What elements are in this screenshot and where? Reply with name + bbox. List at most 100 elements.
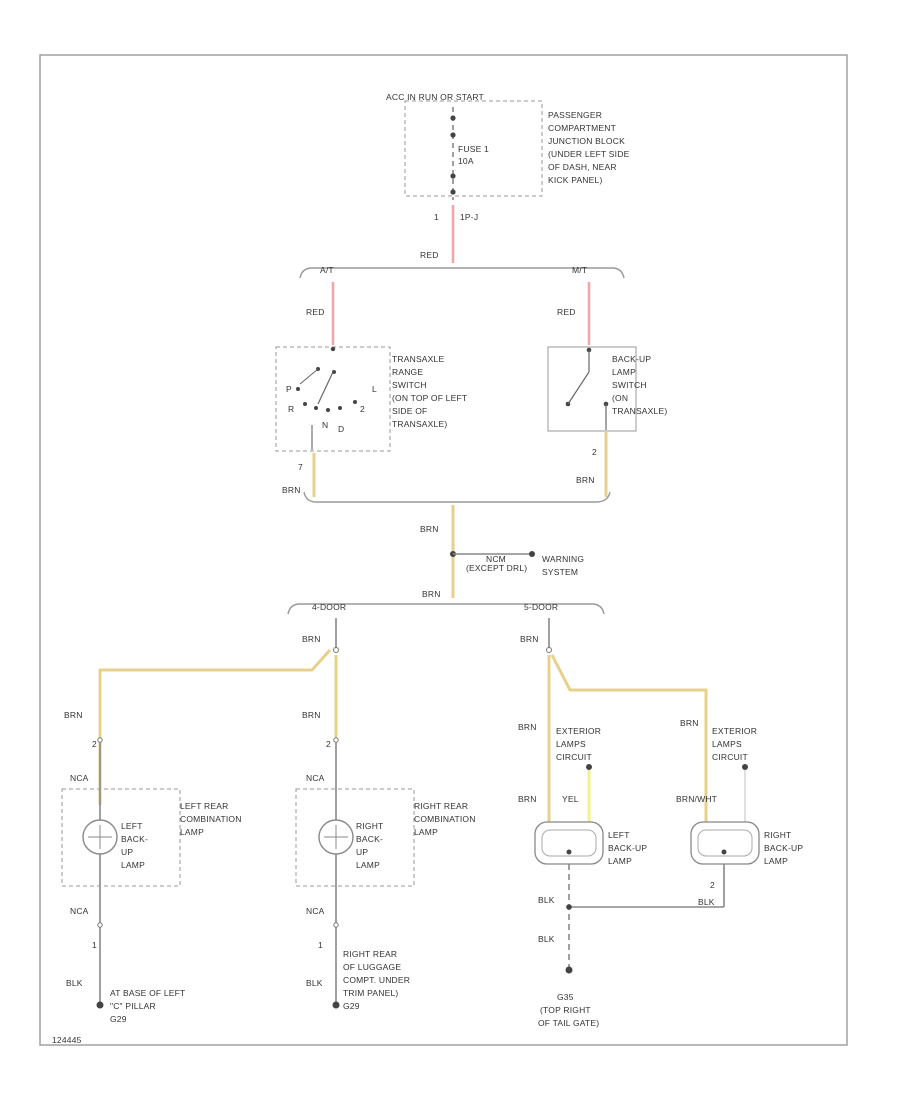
wire-color-label: BRN (302, 710, 321, 720)
connector-pin (333, 922, 339, 928)
ground-left-label: AT BASE OF LEFT "C" PILLAR G29 (110, 988, 185, 1024)
pin-label: 1 (434, 212, 439, 222)
svg-text:(ON TOP OF LEFT: (ON TOP OF LEFT (392, 393, 467, 403)
range-l-label: L (372, 384, 377, 394)
ncm-terminal (529, 551, 535, 557)
nca-label: NCA (70, 773, 89, 783)
svg-text:OF DASH, NEAR: OF DASH, NEAR (548, 162, 617, 172)
wire-color-label: BRN (282, 485, 301, 495)
svg-text:LEFT REAR: LEFT REAR (180, 801, 228, 811)
svg-text:AT BASE OF LEFT: AT BASE OF LEFT (110, 988, 185, 998)
backup-lamp-switch (547, 346, 637, 432)
wire-color-label: RED (557, 307, 576, 317)
svg-text:RIGHT: RIGHT (356, 821, 383, 831)
svg-text:BACK-: BACK- (356, 834, 383, 844)
brn-wire-left-lamp (98, 648, 332, 805)
svg-text:LAMP: LAMP (356, 860, 380, 870)
door-bracket (287, 603, 605, 615)
connector-pin (97, 737, 103, 743)
svg-text:BACK-UP: BACK-UP (612, 354, 651, 364)
svg-text:UP: UP (356, 847, 368, 857)
connector-pin-label: 1 (92, 940, 97, 950)
exterior-circuit-terminal (586, 764, 592, 770)
ground-tail-label: G35 (TOP RIGHT OF TAIL GATE) (538, 992, 599, 1028)
svg-text:LAMPS: LAMPS (556, 739, 586, 749)
switch-contacts (296, 346, 357, 450)
ground-right-label: RIGHT REAR OF LUGGAGE COMPT. UNDER TRIM … (343, 949, 410, 1011)
svg-text:SWITCH: SWITCH (392, 380, 427, 390)
left-backup-lamp-5door-label: LEFT BACK-UP LAMP (608, 830, 647, 866)
brn-wire-right-backup (550, 654, 708, 825)
svg-text:TRANSAXLE): TRANSAXLE) (612, 406, 667, 416)
fuse-rating: 10A (458, 156, 474, 166)
left-rear-combination-label: LEFT REAR COMBINATION LAMP (180, 801, 242, 837)
svg-text:CIRCUIT: CIRCUIT (712, 752, 748, 762)
svg-text:LAMPS: LAMPS (712, 739, 742, 749)
wire-color-label: BRN/WHT (676, 794, 717, 804)
svg-text:PASSENGER: PASSENGER (548, 110, 602, 120)
svg-text:BACK-UP: BACK-UP (608, 843, 647, 853)
ground-g29-right (332, 1001, 340, 1009)
at-label: A/T (320, 265, 334, 275)
diagram-id: 124445 (52, 1035, 82, 1045)
warning-label: WARNING (542, 554, 584, 564)
svg-text:LEFT: LEFT (121, 821, 143, 831)
svg-text:LAMP: LAMP (121, 860, 145, 870)
pin-label: 2 (592, 447, 597, 457)
merge-bracket (303, 491, 611, 503)
svg-text:CIRCUIT: CIRCUIT (556, 752, 592, 762)
wire-color-label: BLK (538, 934, 555, 944)
svg-text:COMBINATION: COMBINATION (180, 814, 242, 824)
connector-pin (546, 647, 552, 653)
svg-text:COMBINATION: COMBINATION (414, 814, 476, 824)
fuse-label: FUSE 1 (458, 144, 489, 154)
range-d-label: D (338, 424, 344, 434)
svg-text:(UNDER LEFT SIDE: (UNDER LEFT SIDE (548, 149, 630, 159)
wire-color-label: BRN (422, 589, 441, 599)
left-rear-combination-lamp (61, 788, 181, 887)
ncm-label: NCM (486, 554, 506, 564)
svg-text:RANGE: RANGE (392, 367, 423, 377)
range-n-label: N (322, 420, 328, 430)
fuse-node (450, 173, 456, 179)
svg-text:COMPARTMENT: COMPARTMENT (548, 123, 616, 133)
right-rear-combination-label: RIGHT REAR COMBINATION LAMP (414, 801, 476, 837)
svg-text:TRIM PANEL): TRIM PANEL) (343, 988, 398, 998)
right-rear-combination-lamp (295, 788, 415, 887)
fuse-node (450, 132, 456, 138)
svg-text:G35: G35 (557, 992, 574, 1002)
connector-pin (333, 737, 339, 743)
svg-text:LEFT: LEFT (608, 830, 630, 840)
svg-text:BACK-UP: BACK-UP (764, 843, 803, 853)
ncm-sub-label: (EXCEPT DRL) (466, 563, 527, 573)
svg-text:LAMP: LAMP (764, 856, 788, 866)
svg-text:EXTERIOR: EXTERIOR (556, 726, 601, 736)
svg-text:G29: G29 (343, 1001, 360, 1011)
wire-color-label: YEL (562, 794, 579, 804)
right-backup-lamp-5door (690, 821, 760, 865)
svg-text:LAMP: LAMP (414, 827, 438, 837)
door4-label: 4-DOOR (312, 602, 346, 612)
range-p-label: P (286, 384, 292, 394)
svg-text:OF LUGGAGE: OF LUGGAGE (343, 962, 401, 972)
wire-color-label: BLK (306, 978, 323, 988)
left-backup-lamp-label: LEFT BACK- UP LAMP (121, 821, 148, 870)
wire-color-label: BRN (518, 794, 537, 804)
svg-text:(TOP RIGHT: (TOP RIGHT (540, 1005, 591, 1015)
wire-color-label: BRN (64, 710, 83, 720)
nca-label: NCA (306, 906, 325, 916)
svg-text:UP: UP (121, 847, 133, 857)
option-bracket (299, 267, 625, 279)
svg-text:LAMP: LAMP (180, 827, 204, 837)
svg-text:LAMP: LAMP (612, 367, 636, 377)
range-r-label: R (288, 404, 294, 414)
wire-color-label: BRN (576, 475, 595, 485)
wire-color-label: BRN (420, 524, 439, 534)
svg-text:BACK-: BACK- (121, 834, 148, 844)
backup-lamp-switch-symbol (565, 347, 609, 430)
connector-pin (333, 647, 339, 653)
svg-text:JUNCTION BLOCK: JUNCTION BLOCK (548, 136, 625, 146)
connector-pin-label: 1 (318, 940, 323, 950)
svg-text:G29: G29 (110, 1014, 127, 1024)
connector-pin-label: 2 (92, 739, 97, 749)
